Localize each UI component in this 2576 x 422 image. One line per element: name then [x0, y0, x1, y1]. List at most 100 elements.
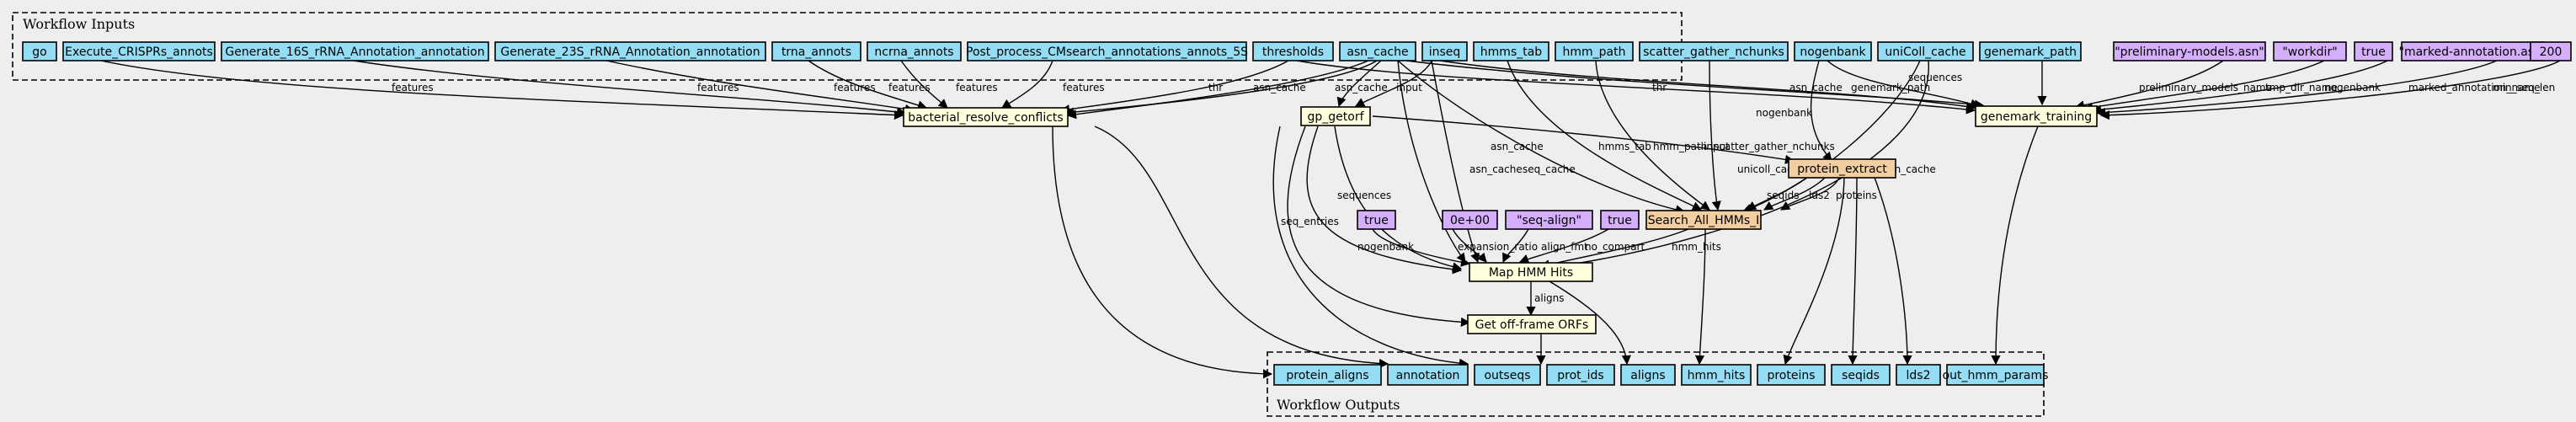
node-hmms-tab: hmms_tab — [1473, 41, 1549, 61]
node-o-proteins: proteins — [1757, 364, 1826, 386]
workflow-inputs-label: Workflow Inputs — [23, 16, 135, 32]
edge-label-asn-cache-map-2: asn_cache — [1469, 163, 1523, 175]
node-o-prot-ids: prot_ids — [1546, 364, 1615, 386]
node-d-true1: true — [2354, 41, 2393, 61]
edge-label-lds2: lds2 — [1809, 190, 1830, 201]
node-label: genemark_training — [1981, 110, 2092, 124]
node-get-orfs: Get off-frame ORFs — [1467, 314, 1597, 334]
node-r16s: Generate_16S_rRNA_Annotation_annotation — [221, 41, 489, 61]
node-box — [2354, 41, 2393, 61]
edges — [100, 60, 2561, 379]
edge-label-asn-cache-map-1: asn_cache — [1491, 141, 1544, 152]
edge-label-seqids: seqids — [1767, 190, 1799, 201]
node-box — [1273, 364, 1382, 386]
node-box — [494, 41, 766, 61]
node-box — [1681, 364, 1752, 386]
nodes: go Execute_CRISPRs_annots Generate_16S_rRN… — [22, 41, 2572, 386]
edge-labels: features features features features feat… — [392, 72, 2555, 304]
node-box — [2273, 41, 2347, 61]
node-unicoll: uniColl_cache — [1877, 41, 1974, 61]
node-label: Generate_23S_rRNA_Annotation_annotation — [500, 45, 760, 59]
node-box — [867, 41, 962, 61]
node-label: go — [32, 45, 46, 59]
edge-label-seq-entries: seq_entries — [1281, 216, 1339, 227]
node-d-200: 200 — [2530, 41, 2572, 61]
node-post5s: Post_process_CMsearch_annotations_annots… — [966, 41, 1248, 61]
node-box — [1473, 41, 1549, 61]
node-box — [1474, 364, 1541, 386]
node-bacterial: bacterial_resolve_conflicts — [903, 107, 1069, 127]
edge-label-features-5: features — [956, 82, 998, 93]
node-crispr: Execute_CRISPRs_annots — [62, 41, 216, 61]
edge-label-features-4: features — [888, 82, 931, 93]
edge-label-nogenbank-map: nogenbank — [1357, 241, 1414, 253]
node-d-prelim: "preliminary-models.asn" — [2113, 41, 2266, 61]
node-d-0e: 0e+00 — [1442, 210, 1498, 230]
node-box — [967, 41, 1247, 61]
node-box — [1757, 364, 1826, 386]
node-go: go — [22, 41, 57, 61]
edge-label-input-pe: input — [1704, 141, 1730, 152]
edge-label-asn-cache-b: asn_cache — [1253, 82, 1306, 93]
node-label: Map HMM Hits — [1489, 266, 1573, 280]
node-label: out_hmm_params — [1943, 369, 2049, 382]
node-scatter: scatter_gather_nchunks — [1639, 41, 1789, 61]
node-d-true2: true — [1357, 210, 1396, 230]
node-box — [2530, 41, 2572, 61]
edge-label-nogenbank-pe: nogenbank — [1756, 107, 1812, 119]
node-protein-extract: protein_extract — [1788, 158, 1896, 179]
node-box — [62, 41, 216, 61]
edge-label-preliminary-models-name: preliminary_models_name — [2139, 82, 2272, 93]
node-box — [221, 41, 489, 61]
node-label: hmm_hits — [1688, 369, 1746, 382]
node-label: Search_All_HMMs_I — [1648, 214, 1760, 227]
node-box — [2113, 41, 2266, 61]
node-o-annotation: annotation — [1387, 364, 1469, 386]
node-label: nogenbank — [1800, 45, 1866, 59]
node-box — [1555, 41, 1634, 61]
edge-label-aligns: aligns — [1534, 292, 1565, 304]
edge-label-features-3: features — [834, 82, 876, 93]
node-label: Post_process_CMsearch_annotations_annots… — [966, 45, 1248, 59]
node-label: "preliminary-models.asn" — [2115, 45, 2264, 59]
node-box — [1639, 41, 1789, 61]
node-asn-cache: asn_cache — [1339, 41, 1416, 61]
node-label: "seq-align" — [1517, 214, 1581, 227]
node-box — [1339, 41, 1416, 61]
node-box — [1620, 364, 1676, 386]
edge-label-input-g: input — [1396, 82, 1422, 93]
edge-label-thr-1: thr — [1208, 82, 1223, 93]
node-ncrna: ncrna_annots — [867, 41, 962, 61]
node-box — [1467, 314, 1597, 334]
node-label: seqids — [1842, 369, 1880, 382]
node-nogenbank: nogenbank — [1794, 41, 1872, 61]
node-label: prot_ids — [1557, 369, 1603, 382]
edge-label-scatter-gather-nchunks: scatter_gather_nchunks — [1714, 141, 1835, 152]
edge-label-sequences-gm: sequences — [1908, 72, 1962, 83]
node-hmm-path: hmm_path — [1555, 41, 1634, 61]
node-label: protein_aligns — [1286, 369, 1368, 382]
node-box — [1252, 41, 1334, 61]
edge-label-thr-2: thr — [1652, 82, 1667, 93]
node-d-marked: "marked-annotation.asn" — [2399, 41, 2547, 61]
edge-label-asn-cache-gm: asn_cache — [1789, 82, 1843, 93]
node-genemark-path: genemark_path — [1979, 41, 2082, 61]
node-label: Generate_16S_rRNA_Annotation_annotation — [225, 45, 484, 59]
edge-label-sequences: sequences — [1337, 190, 1391, 201]
node-box — [1946, 364, 2045, 386]
node-label: uniColl_cache — [1885, 45, 1965, 59]
node-label: inseq — [1429, 45, 1461, 59]
edge-label-features-6: features — [1063, 82, 1105, 93]
node-thresholds: thresholds — [1252, 41, 1334, 61]
edge-label-marked-annotation-name: marked_annotation_name — [2408, 82, 2540, 93]
node-label: lds2 — [1907, 369, 1931, 382]
node-label: hmm_path — [1563, 45, 1626, 59]
node-label: gp_getorf — [1307, 110, 1364, 124]
node-label: 200 — [2540, 45, 2563, 59]
node-label: trna_annots — [781, 45, 851, 59]
node-box — [1387, 364, 1469, 386]
edge-label-features-2: features — [697, 82, 739, 93]
workflow-inputs-cluster: Workflow Inputs — [12, 12, 1683, 81]
node-search-hmms: Search_All_HMMs_I — [1645, 210, 1762, 230]
